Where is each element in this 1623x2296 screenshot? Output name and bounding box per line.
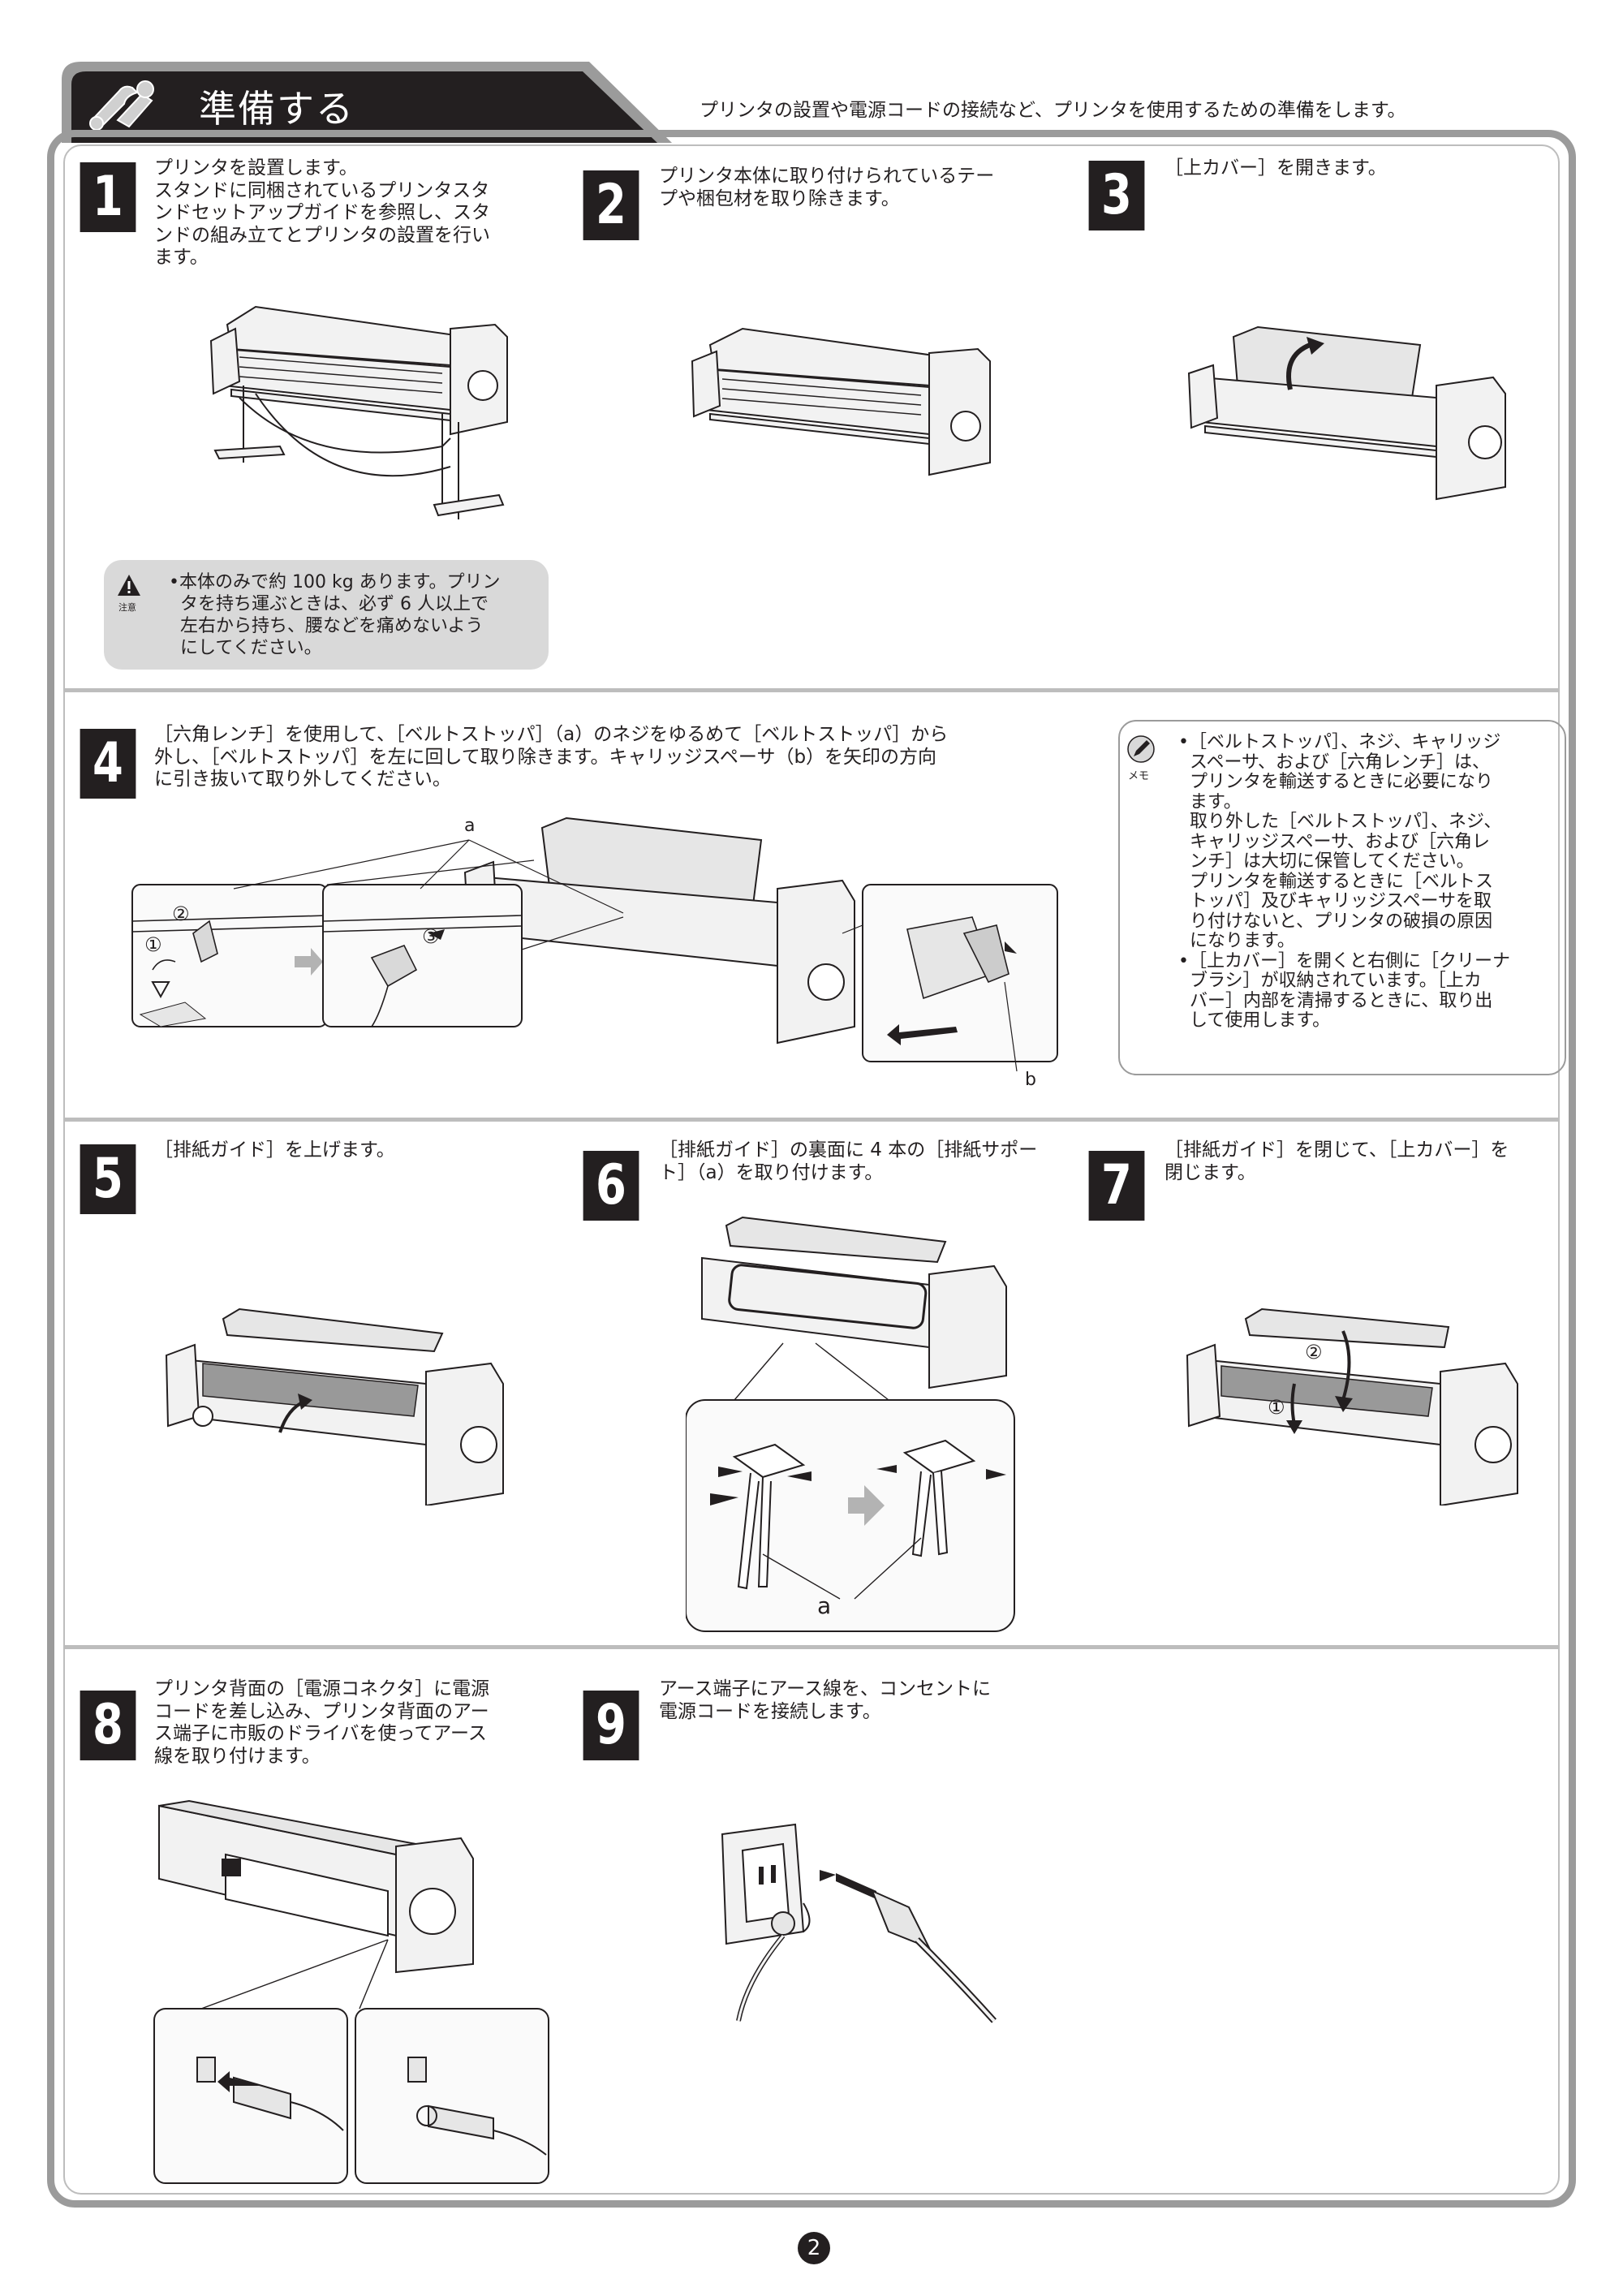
step-text-line: ［六角レンチ］を使用して、［ベルトストッパ］（a）のネジをゆるめて［ベルトストッ… [154,724,949,745]
memo-line: キャリッジスペーサ、および［六角レ [1190,831,1491,852]
memo-line: ブラシ］が収納されています。［上カ [1190,971,1482,991]
section-divider [63,688,1560,692]
step-text-line: スタンドに同梱されているプリンタスタ [154,179,490,201]
figure-label-b: b [1025,1070,1036,1090]
step-1-text: プリンタを設置します。 スタンドに同梱されているプリンタスタ ンドセットアップガ… [154,157,490,269]
step-text-line: ［排紙ガイド］を閉じて、［上カバー］を [1165,1139,1509,1161]
step-text-line: コードを差し込み、プリンタ背面のアー [154,1700,489,1722]
printer-illustration [691,327,991,476]
step-3-text: ［上カバー］を開きます。 [1165,157,1387,180]
step-text-line: ンドの組み立てとプリンタの設置を行い [154,224,490,246]
belt-stopper-removal-illustration [131,816,1058,1071]
printer-top-cover-open-illustration [1187,325,1506,501]
caution-caption: 注意 [118,602,136,613]
step-text-line: 線を取り付けます。 [154,1745,321,1767]
page-description: プリンタの設置や電源コードの接続など、プリンタを使用するための準備をします。 [700,100,1406,121]
figure-label-a: a [817,1592,832,1619]
step-number: 5 [80,1144,136,1214]
page-number: 2 [798,2232,830,2264]
step-5-text: ［排紙ガイド］を上げます。 [154,1139,395,1162]
step-number: 1 [80,162,136,232]
step-text-line: ［排紙ガイド］の裏面に 4 本の［排紙サポー [659,1139,1038,1161]
power-cord-back-illustration [153,1799,549,2184]
step-text-line: ［排紙ガイド］を上げます。 [154,1139,395,1161]
step-6-text: ［排紙ガイド］の裏面に 4 本の［排紙サポー ト］（a）を取り付けます。 [659,1139,1037,1184]
memo-line: •［ベルトストッパ］、ネジ、キャリッジ [1178,732,1501,752]
figure-label-circle: ① [144,933,162,956]
memo-line: 取り外した［ベルトストッパ］、ネジ、 [1190,812,1502,832]
caution-box [104,560,549,670]
memo-text: •［ベルトストッパ］、ネジ、キャリッジ スペーサ、および［六角レンチ］は、 プリ… [1178,732,1543,1032]
step-text-line: プリンタ本体に取り付けられているテー [659,166,995,187]
step-number: 6 [583,1151,639,1221]
memo-line: •［上カバー］を開くと右側に［クリーナ [1178,950,1510,971]
figure-label-circle: ② [172,902,190,925]
caution-line: •本体のみで約 100 kg あります。プリン [169,572,501,592]
paper-support-attach-illustration [686,1216,1015,1632]
step-4-text: ［六角レンチ］を使用して、［ベルトストッパ］（a）のネジをゆるめて［ベルトストッ… [154,724,948,791]
outlet-connection-illustration [721,1823,997,2023]
step-text-line: プや梱包材を取り除きます。 [659,187,900,209]
step-number: 2 [583,170,639,240]
close-cover-illustration [1186,1307,1518,1506]
step-2-text: プリンタ本体に取り付けられているテー プや梱包材を取り除きます。 [659,166,994,210]
memo-line: プリンタを輸送するときに必要になり [1190,772,1494,792]
caution-text: •本体のみで約 100 kg あります。プリン タを持ち運ぶときは、必ず 6 人… [169,571,500,659]
memo-pen-icon [1127,735,1155,763]
figure-label-circle: ② [1305,1341,1323,1363]
step-text-line: アース端子にアース線を、コンセントに [659,1678,991,1699]
step-text-line: ンドセットアップガイドを参照し、スタ [154,202,490,223]
memo-line: になります。 [1190,931,1295,951]
step-text-line: に引き抜いて取り外してください。 [154,769,451,790]
step-text-line: 電源コードを接続します。 [659,1700,881,1722]
memo-line: トッパ］及びキャリッジスペーサを取 [1190,891,1492,911]
section-header-tab [62,62,672,143]
content-frame-inner [63,144,1560,2195]
memo-caption: メモ [1128,770,1150,782]
figure-label-circle: ③ [422,925,440,948]
step-9-text: アース端子にアース線を、コンセントに 電源コードを接続します。 [659,1678,991,1723]
step-number: 4 [80,729,136,799]
caution-line: にしてください。 [180,638,322,658]
content-frame [47,130,1576,2208]
step-number: 9 [583,1691,639,1760]
memo-box [1118,720,1566,1075]
memo-line: バー］内部を清掃するときに、取り出 [1190,990,1493,1011]
step-text-line: 閉じます。 [1165,1161,1256,1183]
step-8-text: プリンタ背面の［電源コネクタ］に電源 コードを差し込み、プリンタ背面のアー ス端… [154,1678,489,1768]
step-text-line: ト］（a）を取り付けます。 [659,1161,884,1183]
tools-icon [89,80,154,131]
memo-line: して使用します。 [1190,1010,1331,1031]
memo-line: プリンタを輸送するときに［ベルトス [1190,871,1494,892]
step-text-line: ます。 [154,247,209,268]
section-divider [63,1118,1560,1122]
warning-icon [118,575,140,596]
memo-line: ンチ］は大切に保管してください。 [1190,851,1474,872]
memo-line: り付けないと、プリンタの破損の原因 [1190,911,1493,932]
memo-line: スペーサ、および［六角レンチ］は、 [1190,752,1491,773]
step-text-line: 外し、［ベルトストッパ］を左に回して取り除きます。キャリッジスペーサ（b）を矢印… [154,746,937,768]
step-text-line: ［上カバー］を開きます。 [1165,157,1387,179]
step-number: 8 [80,1691,136,1760]
step-number: 7 [1088,1151,1145,1221]
step-text-line: プリンタを設置します。 [154,157,358,179]
figure-label-a: a [464,816,476,836]
printer-with-stand-illustration [209,305,508,519]
section-divider [63,1645,1560,1649]
caution-line: 左右から持ち、腰などを痛めないよう [180,616,484,636]
paper-ejection-guide-raised-illustration [165,1307,504,1506]
caution-line: タを持ち運ぶときは、必ず 6 人以上で [180,594,489,614]
step-text-line: ス端子に市販のドライバを使ってアース [154,1723,487,1744]
figure-label-circle: ① [1268,1396,1285,1419]
step-7-text: ［排紙ガイド］を閉じて、［上カバー］を 閉じます。 [1165,1139,1509,1184]
page-title: 準備する [199,87,355,131]
step-text-line: プリンタ背面の［電源コネクタ］に電源 [154,1678,490,1699]
memo-line: ます。 [1190,791,1242,812]
step-number: 3 [1088,161,1145,230]
